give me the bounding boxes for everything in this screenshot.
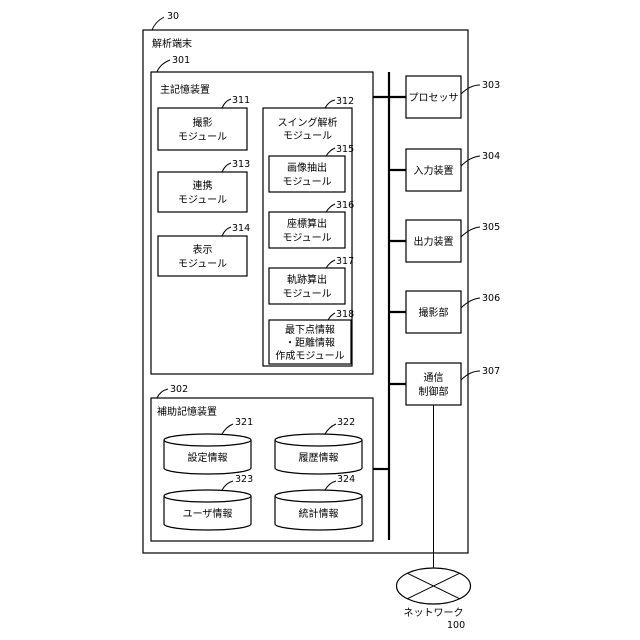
store-322-top — [275, 434, 362, 446]
output-device-ref: 305 — [482, 222, 500, 233]
module-314-ref: 314 — [232, 223, 250, 234]
module-311-ref: 311 — [232, 95, 250, 106]
aux-memory: 補助記憶装置 302 設定情報 321 履歴情報 322 ユーザ情報 323 — [151, 384, 373, 541]
main-memory-title: 主記憶装置 — [160, 83, 210, 96]
module-313-line2: モジュール — [178, 195, 227, 206]
comm-controller-box — [406, 363, 461, 405]
module-316-ref: 316 — [336, 200, 354, 211]
main-memory-ref: 301 — [172, 55, 190, 66]
module-316-line2: モジュール — [282, 233, 331, 244]
store-323-label: ユーザ情報 — [183, 507, 233, 520]
module-317-line1: 軌跡算出 — [287, 273, 327, 286]
input-device-label: 入力装置 — [414, 164, 454, 177]
processor: プロセッサ 303 — [406, 76, 500, 118]
module-311-box — [158, 108, 247, 150]
module-318-line2: ・距離情報 — [285, 336, 335, 349]
store-322-label: 履歴情報 — [299, 451, 339, 464]
module-314-box — [158, 236, 247, 276]
module-315-ref: 315 — [336, 144, 354, 155]
input-device-ref: 304 — [482, 151, 500, 162]
comm-controller-line2: 制御部 — [419, 385, 449, 398]
module-318-ref: 318 — [336, 309, 354, 320]
aux-memory-ref: 302 — [170, 384, 188, 395]
output-device: 出力装置 305 — [406, 220, 500, 262]
module-311-line2: モジュール — [178, 132, 227, 143]
store-324-top — [275, 490, 362, 502]
swing-analysis-line1: スイング解析 — [278, 116, 338, 129]
aux-memory-title: 補助記憶装置 — [157, 405, 217, 418]
module-315-line2: モジュール — [282, 177, 331, 188]
output-device-label: 出力装置 — [414, 235, 454, 248]
module-317-ref: 317 — [336, 256, 354, 267]
module-317-line2: モジュール — [282, 289, 331, 300]
store-321-ref: 321 — [235, 417, 253, 428]
terminal-leader — [152, 17, 164, 30]
store-321-top — [164, 434, 251, 446]
main-memory: 主記憶装置 301 撮影 モジュール 311 連携 モジュール 313 表示 モ… — [151, 55, 373, 374]
camera-unit-label: 撮影部 — [419, 306, 449, 319]
module-314-line1: 表示 — [193, 243, 213, 256]
module-313-line1: 連携 — [193, 179, 213, 192]
processor-ref: 303 — [482, 80, 500, 91]
module-318-line1: 最下点情報 — [285, 323, 335, 336]
store-324-label: 統計情報 — [299, 507, 339, 520]
camera-unit: 撮影部 306 — [406, 291, 500, 333]
store-323-top — [164, 490, 251, 502]
swing-analysis-module: スイング解析 モジュール 312 画像抽出 モジュール 315 座標算出 モジュ… — [263, 96, 354, 366]
swing-analysis-ref: 312 — [336, 96, 354, 107]
module-315-line1: 画像抽出 — [287, 161, 327, 174]
terminal-title: 解析端末 — [152, 37, 192, 50]
comm-controller-ref: 307 — [482, 366, 500, 377]
store-321-label: 設定情報 — [188, 451, 228, 464]
module-311-line1: 撮影 — [193, 116, 213, 129]
network-label: ネットワーク — [404, 607, 464, 619]
module-313-box — [158, 172, 247, 212]
camera-unit-ref: 306 — [482, 293, 500, 304]
input-device: 入力装置 304 — [406, 149, 500, 191]
swing-analysis-line2: モジュール — [283, 131, 332, 142]
processor-label: プロセッサ — [409, 92, 459, 104]
communication-controller: 通信 制御部 307 — [406, 363, 500, 405]
comm-controller-line1: 通信 — [424, 372, 444, 384]
store-324-ref: 324 — [337, 474, 355, 485]
network-ref: 100 — [447, 620, 465, 631]
module-313-ref: 313 — [232, 159, 250, 170]
store-322-ref: 322 — [337, 417, 355, 428]
module-314-line2: モジュール — [178, 259, 227, 270]
store-323-ref: 323 — [235, 474, 253, 485]
module-318-line3: 作成モジュール — [275, 350, 344, 362]
terminal-ref: 30 — [167, 11, 179, 22]
module-316-line1: 座標算出 — [287, 217, 327, 230]
